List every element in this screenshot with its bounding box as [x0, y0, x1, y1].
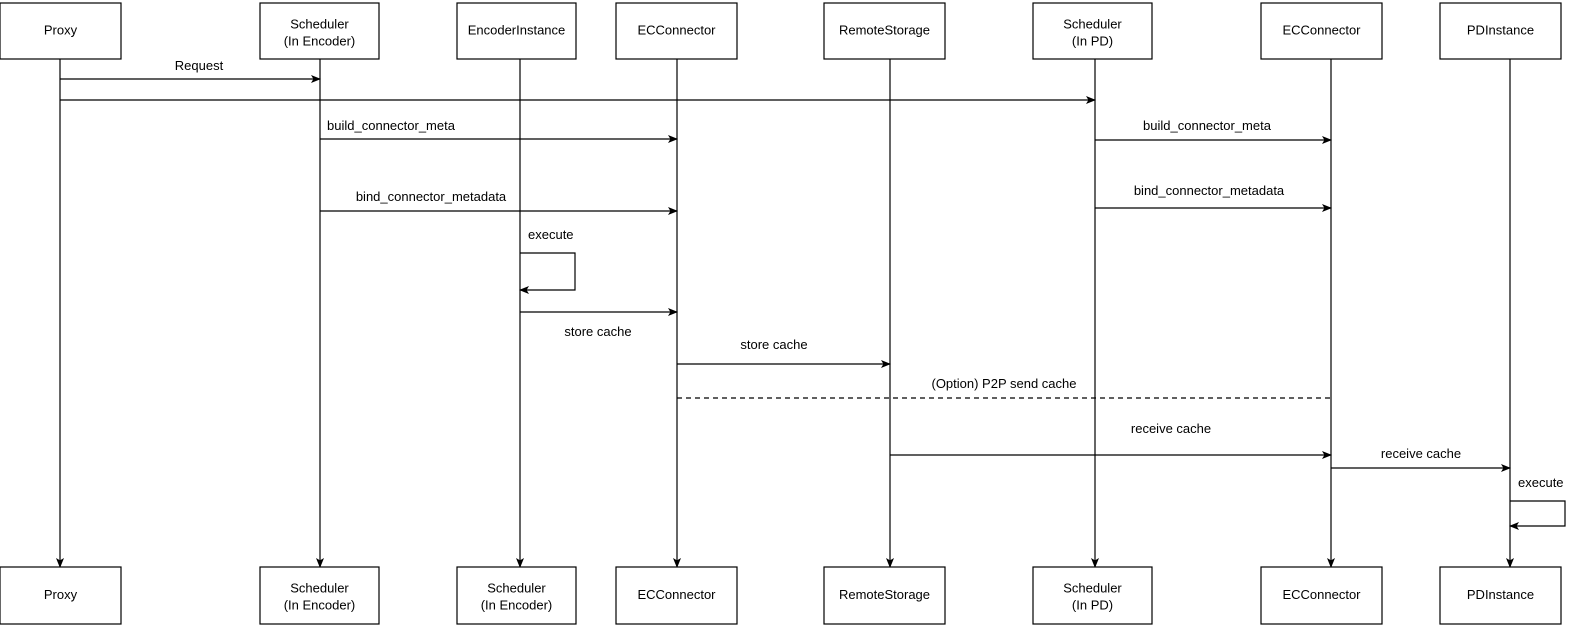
participant-box-bottom-proxy[interactable]: Proxy — [0, 566, 122, 625]
message-label: bind_connector_metadata — [356, 189, 507, 204]
participant-label: ECConnector — [1282, 587, 1361, 602]
participant-label: RemoteStorage — [839, 587, 930, 602]
message-label: build_connector_meta — [1143, 118, 1272, 133]
message-label: store cache — [564, 324, 631, 339]
message-p2p-send-cache[interactable]: (Option) P2P send cache — [677, 376, 1331, 399]
participant-box-top-remote-storage[interactable]: RemoteStorage — [823, 2, 946, 60]
message-store-cache-remote[interactable]: store cache — [677, 337, 891, 368]
message-label: build_connector_meta — [327, 118, 456, 133]
participant-label: Scheduler — [290, 580, 349, 595]
message-build-connector-meta-pd[interactable]: build_connector_meta — [1095, 118, 1332, 144]
message-bind-connector-metadata-pd[interactable]: bind_connector_metadata — [1095, 183, 1332, 212]
participant-box-bottom-ec-connector-pd[interactable]: ECConnector — [1260, 566, 1383, 625]
participant-label: Proxy — [44, 587, 78, 602]
participant-sublabel: (In Encoder) — [284, 33, 356, 48]
participant-box-top-scheduler-in-encoder[interactable]: Scheduler (In Encoder) — [259, 2, 380, 60]
message-request[interactable]: Request — [60, 58, 321, 83]
participant-label: PDInstance — [1467, 22, 1534, 37]
participant-label: Scheduler — [487, 580, 546, 595]
participant-box-bottom-scheduler-in-encoder[interactable]: Scheduler (In Encoder) — [259, 566, 380, 625]
message-receive-cache-pd-instance[interactable]: receive cache — [1331, 446, 1511, 472]
participant-box-bottom-pd-instance[interactable]: PDInstance — [1439, 566, 1562, 625]
participant-box-top-encoder-instance[interactable]: EncoderInstance — [456, 2, 577, 60]
participant-label: Scheduler — [1063, 16, 1122, 31]
participant-box-top-ec-connector-pd[interactable]: ECConnector — [1260, 2, 1383, 60]
participant-box-bottom-scheduler-in-pd[interactable]: Scheduler (In PD) — [1032, 566, 1153, 625]
participant-label: Proxy — [44, 22, 78, 37]
participant-box-top-ec-connector-encoder[interactable]: ECConnector — [615, 2, 738, 60]
participant-box-bottom-encoder-instance[interactable]: Scheduler (In Encoder) — [456, 566, 577, 625]
participant-sublabel: (In Encoder) — [481, 597, 553, 612]
message-label: bind_connector_metadata — [1134, 183, 1285, 198]
message-label: Request — [175, 58, 224, 73]
self-message-arrow — [1509, 500, 1566, 530]
participant-box-bottom-remote-storage[interactable]: RemoteStorage — [823, 566, 946, 625]
self-messages-layer: execute execute — [519, 227, 1566, 530]
messages-layer: Request build_connector_meta build_connect… — [60, 58, 1511, 472]
participant-sublabel: (In PD) — [1072, 597, 1113, 612]
participant-box-bottom-ec-connector-encoder[interactable]: ECConnector — [615, 566, 738, 625]
message-label: receive cache — [1381, 446, 1461, 461]
message-store-cache-encoder[interactable]: store cache — [520, 308, 678, 339]
participant-box-top-scheduler-in-pd[interactable]: Scheduler (In PD) — [1032, 2, 1153, 60]
participant-label: RemoteStorage — [839, 22, 930, 37]
participant-label: PDInstance — [1467, 587, 1534, 602]
self-message-label: execute — [528, 227, 574, 242]
message-bind-connector-metadata-encoder[interactable]: bind_connector_metadata — [320, 189, 678, 215]
participant-label: Scheduler — [290, 16, 349, 31]
participant-label: ECConnector — [637, 22, 716, 37]
participant-label: Scheduler — [1063, 580, 1122, 595]
participant-sublabel: (In Encoder) — [284, 597, 356, 612]
self-message-execute-encoder[interactable]: execute — [519, 227, 576, 294]
self-message-label: execute — [1518, 475, 1564, 490]
message-label: receive cache — [1131, 421, 1211, 436]
message-label: store cache — [740, 337, 807, 352]
self-message-arrow — [519, 252, 576, 294]
message-build-connector-meta-encoder[interactable]: build_connector_meta — [320, 118, 678, 143]
message-receive-cache-pd-connector[interactable]: receive cache — [890, 421, 1332, 459]
message-label: (Option) P2P send cache — [931, 376, 1076, 391]
participant-box-top-proxy[interactable]: Proxy — [0, 2, 122, 60]
lifelines-layer — [56, 59, 1514, 568]
participant-sublabel: (In PD) — [1072, 33, 1113, 48]
participant-label: ECConnector — [1282, 22, 1361, 37]
participant-label: EncoderInstance — [468, 22, 566, 37]
participant-box-top-pd-instance[interactable]: PDInstance — [1439, 2, 1562, 60]
participant-label: ECConnector — [637, 587, 716, 602]
self-message-execute-pd[interactable]: execute — [1509, 475, 1566, 530]
